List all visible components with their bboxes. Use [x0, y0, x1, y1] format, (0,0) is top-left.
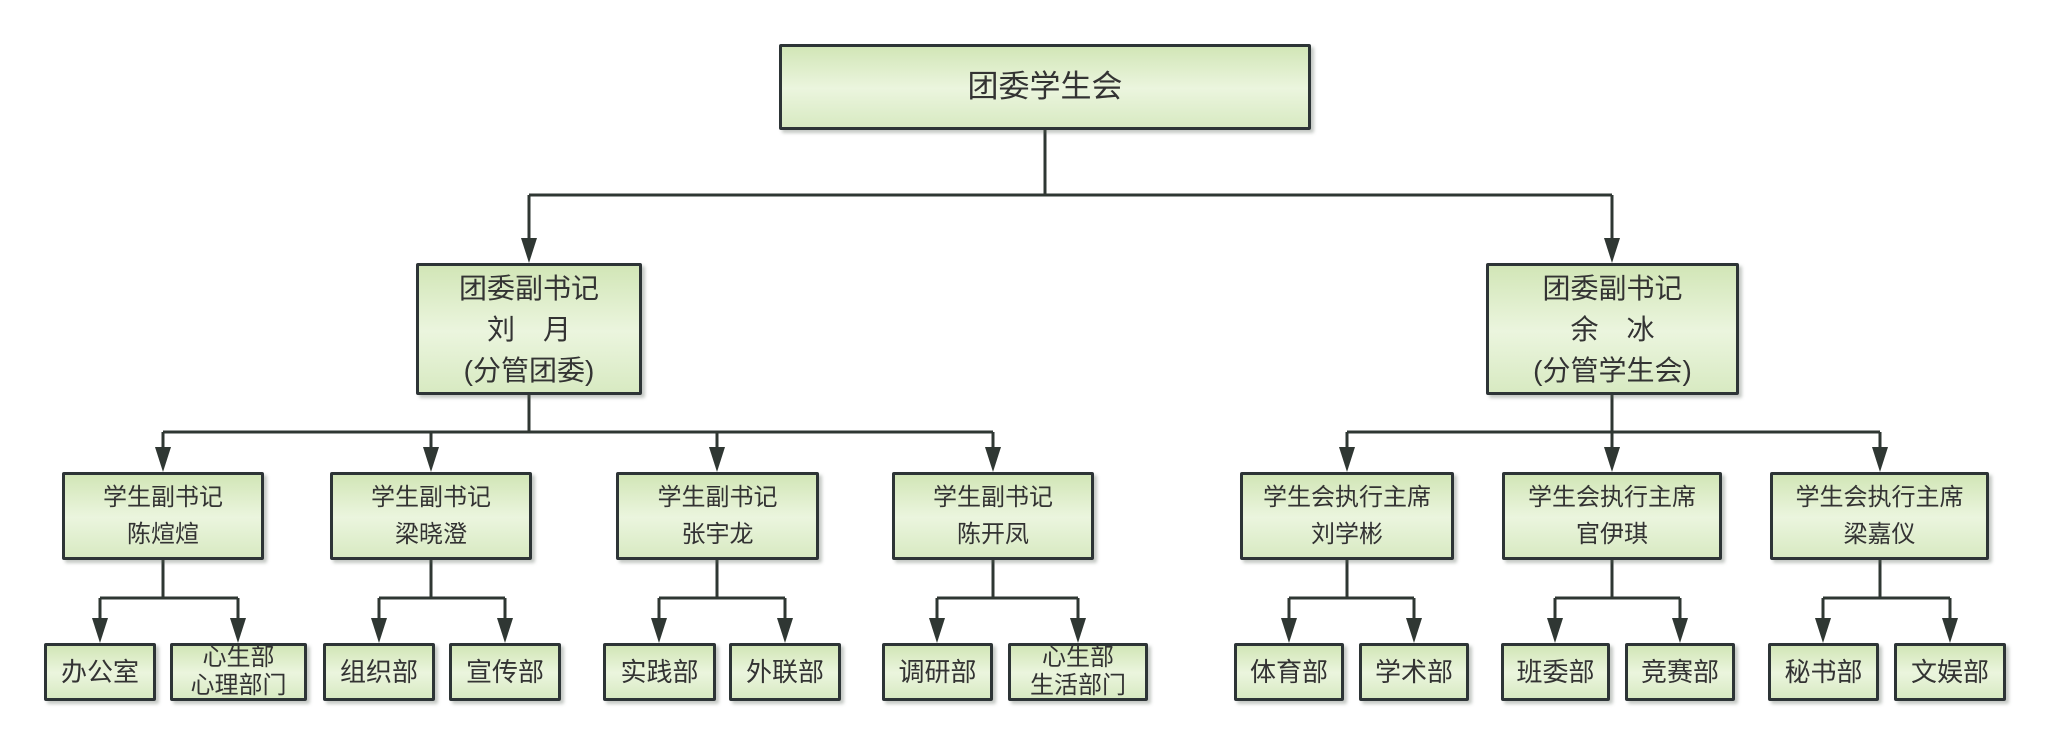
dept-label-line2: 生活部门: [1030, 672, 1126, 699]
node-deputy-liu-yue: 团委副书记 刘 月 (分管团委): [416, 263, 642, 395]
dept-class-committee: 班委部: [1501, 643, 1610, 701]
node-deputy-yu-bing: 团委副书记 余 冰 (分管学生会): [1486, 263, 1739, 395]
dept-label: 文娱部: [1910, 657, 1989, 687]
node-title: 学生副书记: [103, 484, 223, 511]
dept-practice: 实践部: [603, 643, 716, 701]
dept-secretariat: 秘书部: [1768, 643, 1879, 701]
node-person-name: 余 冰: [1570, 313, 1655, 345]
dept-label: 竞赛部: [1640, 657, 1719, 687]
node-label: 团委学生会: [967, 69, 1123, 104]
node-title: 学生会执行主席: [1528, 484, 1696, 511]
dept-competition: 竞赛部: [1625, 643, 1735, 701]
dept-label: 组织部: [339, 657, 418, 687]
dept-psychology: 心生部 心理部门: [170, 643, 307, 701]
dept-label: 体育部: [1249, 657, 1328, 687]
node-title: 团委副书记: [458, 272, 599, 304]
node-scope: (分管学生会): [1533, 354, 1692, 386]
node-person-name: 陈开凤: [957, 521, 1029, 548]
dept-label: 心生部: [202, 644, 275, 671]
dept-academic: 学术部: [1359, 643, 1469, 701]
node-title: 团委副书记: [1542, 272, 1683, 304]
dept-organization: 组织部: [323, 643, 435, 701]
node-title: 学生会执行主席: [1795, 484, 1964, 511]
node-secretary-chen-kaifeng: 学生副书记 陈开凤: [892, 472, 1094, 560]
dept-label-line2: 心理部门: [190, 672, 287, 699]
node-person-name: 官伊琪: [1576, 521, 1648, 548]
dept-entertainment: 文娱部: [1894, 643, 2006, 701]
dept-label: 心生部: [1042, 644, 1114, 671]
node-title: 学生副书记: [933, 484, 1053, 511]
dept-research: 调研部: [882, 643, 993, 701]
dept-label: 秘书部: [1784, 657, 1863, 687]
node-secretary-chen-xuanxuan: 学生副书记 陈煊煊: [62, 472, 264, 560]
node-person-name: 刘学彬: [1311, 521, 1383, 548]
node-person-name: 张宇龙: [681, 521, 754, 548]
dept-label: 调研部: [898, 657, 977, 687]
dept-label: 办公室: [60, 657, 139, 687]
node-root-committee: 团委学生会: [779, 44, 1311, 130]
dept-label: 实践部: [620, 657, 699, 687]
dept-office: 办公室: [44, 643, 156, 701]
dept-outreach: 外联部: [729, 643, 841, 701]
node-secretary-liang-xiaocheng: 学生副书记 梁晓澄: [330, 472, 532, 560]
dept-label: 学术部: [1374, 657, 1453, 687]
dept-label: 宣传部: [465, 657, 544, 687]
node-secretary-zhang-yulong: 学生副书记 张宇龙: [616, 472, 819, 560]
node-chair-liu-xuebin: 学生会执行主席 刘学彬: [1240, 472, 1454, 560]
node-title: 学生会执行主席: [1263, 484, 1431, 511]
node-person-name: 刘 月: [486, 313, 571, 345]
dept-life: 心生部 生活部门: [1008, 643, 1148, 701]
dept-label: 外联部: [745, 657, 824, 687]
dept-sports: 体育部: [1234, 643, 1344, 701]
node-title: 学生副书记: [371, 484, 491, 511]
node-person-name: 梁晓澄: [395, 521, 467, 548]
dept-publicity: 宣传部: [449, 643, 561, 701]
node-person-name: 陈煊煊: [127, 521, 199, 548]
node-chair-guan-yiqi: 学生会执行主席 官伊琪: [1502, 472, 1722, 560]
node-scope: (分管团委): [463, 354, 595, 386]
dept-label: 班委部: [1516, 657, 1595, 687]
node-person-name: 梁嘉仪: [1843, 521, 1916, 548]
node-chair-liang-jiayi: 学生会执行主席 梁嘉仪: [1770, 472, 1989, 560]
node-title: 学生副书记: [657, 484, 778, 511]
